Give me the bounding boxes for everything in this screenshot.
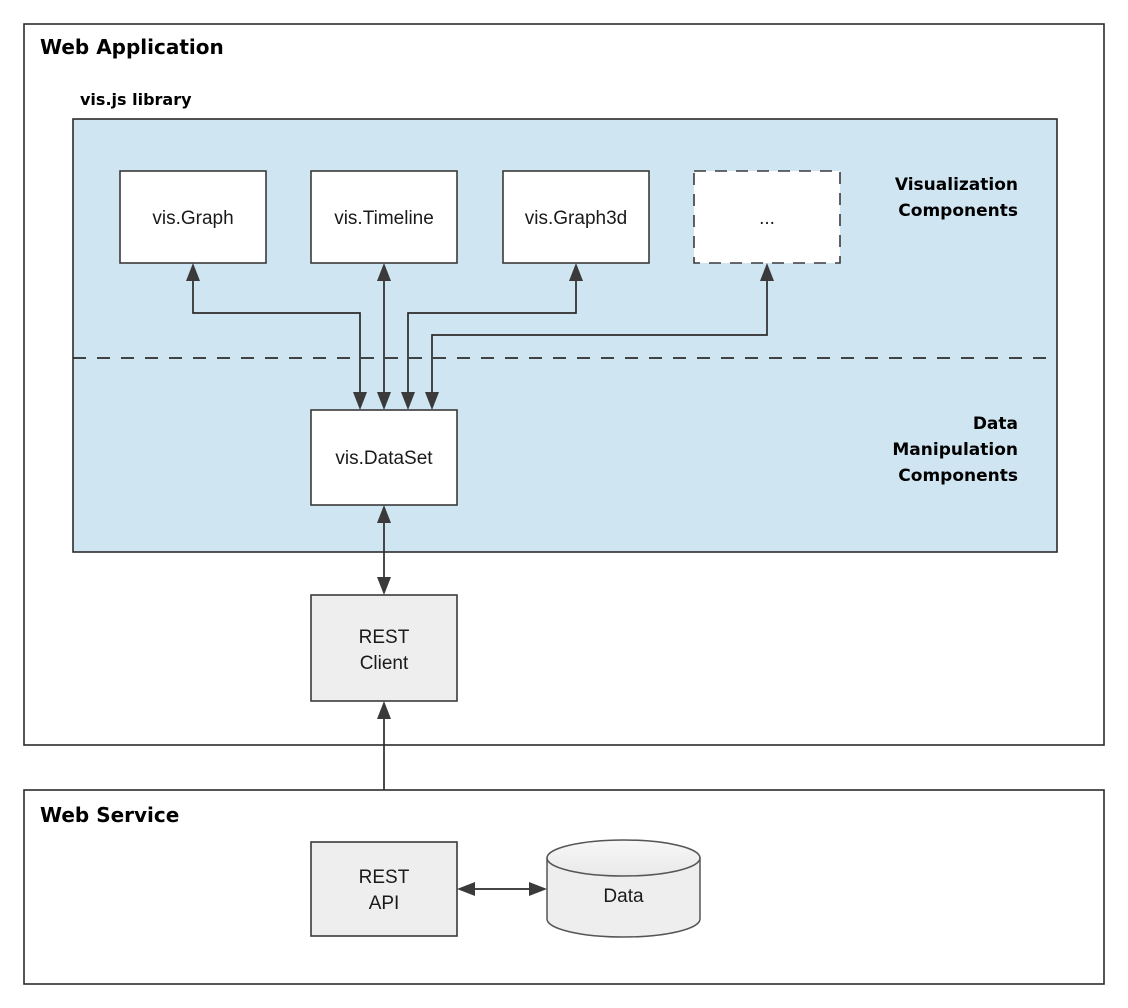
node-rest-client-label-line-2: Client xyxy=(360,653,409,674)
node-rest-client-label-line-1: REST xyxy=(359,627,410,648)
svg-text:Manipulation: Manipulation xyxy=(892,440,1018,460)
svg-text:Components: Components xyxy=(898,466,1018,486)
connector-dataset-vis-graph xyxy=(186,263,367,410)
connector-dataset-more-components xyxy=(425,263,774,410)
node-rest-api-label-line-2: API xyxy=(369,893,400,914)
connector-dataset-vis-graph3d xyxy=(401,263,583,410)
connector-dataset-vis-timeline xyxy=(377,263,391,410)
vis-js-library-title: vis.js library xyxy=(80,90,192,109)
svg-text:Components: Components xyxy=(898,201,1018,221)
svg-text:Data: Data xyxy=(973,414,1018,434)
node-vis-dataset-label: vis.DataSet xyxy=(335,448,433,469)
web-service-title: Web Service xyxy=(40,803,179,827)
node-rest-client[interactable]: REST Client xyxy=(310,594,458,702)
visualization-components-label: Visualization Components xyxy=(895,175,1018,221)
node-data-store-label: Data xyxy=(603,886,644,907)
node-vis-timeline-label: vis.Timeline xyxy=(334,208,434,229)
data-manipulation-components-label: Data Manipulation Components xyxy=(892,414,1018,486)
node-vis-timeline[interactable]: vis.Timeline xyxy=(310,170,458,264)
node-vis-graph3d[interactable]: vis.Graph3d xyxy=(502,170,650,264)
connector-rest-api-data xyxy=(457,882,547,896)
node-rest-api-label-line-1: REST xyxy=(359,867,410,888)
node-vis-graph[interactable]: vis.Graph xyxy=(119,170,267,264)
node-vis-dataset[interactable]: vis.DataSet xyxy=(310,409,458,506)
web-application-title: Web Application xyxy=(40,35,224,59)
node-vis-graph-label: vis.Graph xyxy=(152,208,233,229)
node-data-store[interactable]: Data xyxy=(546,839,701,938)
svg-text:Visualization: Visualization xyxy=(895,175,1018,195)
node-more-components-label: ... xyxy=(759,208,775,229)
node-rest-api[interactable]: REST API xyxy=(310,841,458,937)
connector-dataset-rest-client xyxy=(377,505,391,595)
node-more-components[interactable]: ... xyxy=(693,170,841,264)
node-vis-graph3d-label: vis.Graph3d xyxy=(525,208,627,229)
